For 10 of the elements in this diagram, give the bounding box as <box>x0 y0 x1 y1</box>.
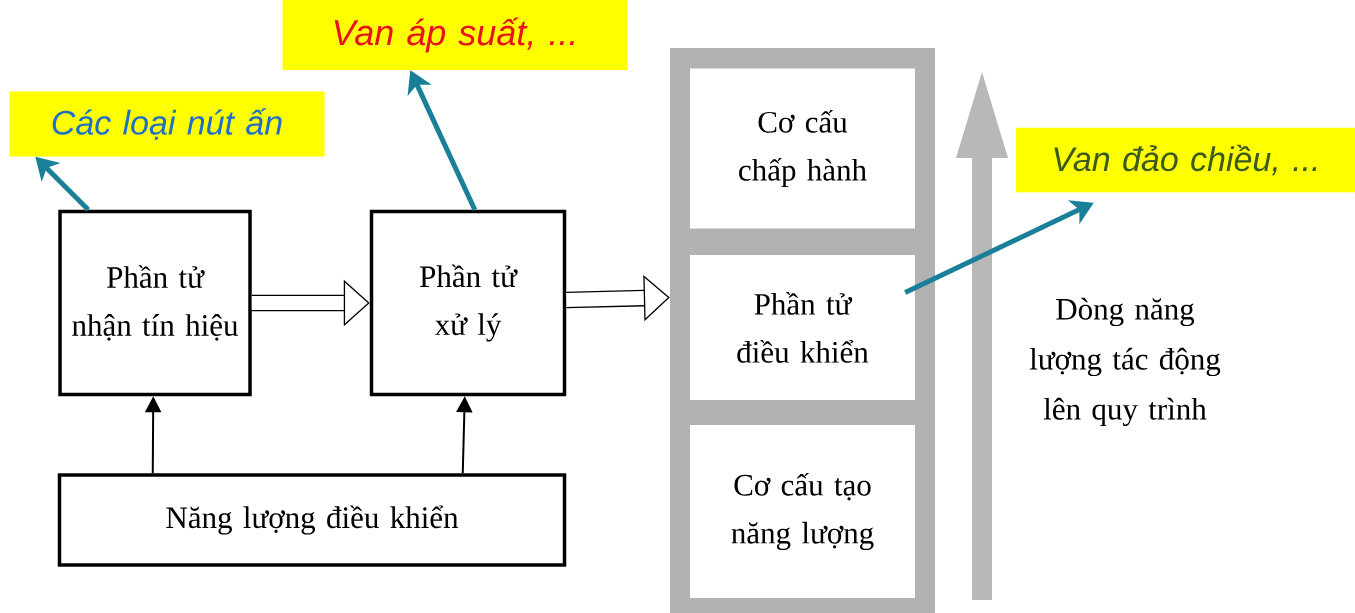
stack-cell: Cơ cấu chấp hành <box>690 68 915 229</box>
process-box: Phần tử nhận tín hiệu <box>58 209 252 397</box>
stack-cell: Phần tử điều khiển <box>690 255 915 400</box>
process-box: Năng lượng điều khiển <box>57 473 567 567</box>
stack-cell: Cơ cấu tạo năng lượng <box>690 425 915 598</box>
note-label: Các loại nút ấn <box>9 91 325 157</box>
flow-caption: Dòng năng lượng tác động lên quy trình <box>1029 297 1221 427</box>
note-label: Van đảo chiều, ... <box>1016 127 1355 193</box>
note-label: Van áp suất, ... <box>282 0 628 70</box>
process-box: Phần tử xử lý <box>369 209 567 397</box>
